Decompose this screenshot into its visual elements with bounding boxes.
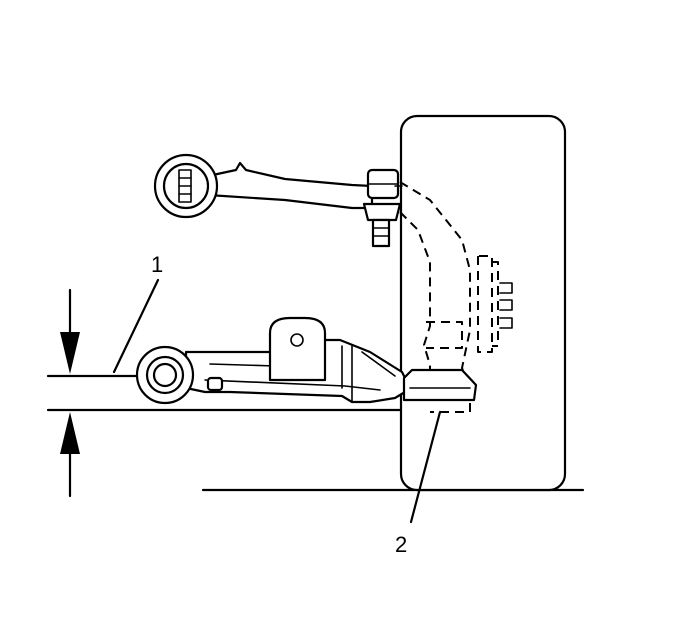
lower-ball-joint [402,368,478,402]
callout-1: 1 [112,252,163,374]
hub-flange-studs [499,282,513,329]
upper-control-arm [153,153,374,219]
steering-knuckle-hidden [399,181,499,413]
dimension-arrow-down [60,288,80,374]
upper-ball-joint [362,168,403,248]
callout-2: 2 [395,410,442,557]
dimension-arrow-up [60,412,80,498]
callout-2-label: 2 [395,532,407,557]
tire-outline [399,114,567,492]
callout-1-label: 1 [151,252,163,277]
lower-control-arm [135,316,410,405]
